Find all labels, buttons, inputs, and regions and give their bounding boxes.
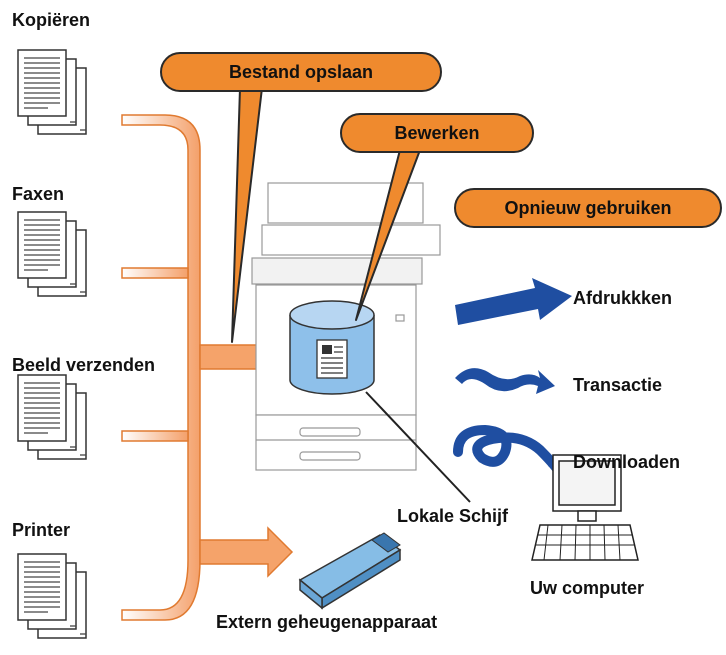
source-label-fax: Faxen: [12, 184, 65, 204]
output-label-download: Downloaden: [573, 452, 680, 472]
local-disk-leader-line: [365, 391, 471, 503]
external-memory-label: Extern geheugenapparaat: [216, 612, 438, 632]
transaction-arrow: [455, 368, 555, 394]
output-label-print: Afdrukkken: [573, 288, 673, 308]
source-label-image-send: Beeld verzenden: [12, 355, 156, 375]
computer-icon: [531, 454, 639, 561]
document-stack-icon: [17, 374, 87, 460]
document-stack-icon: [17, 553, 87, 639]
print-arrow: [455, 278, 572, 325]
callout-edit: Bewerken: [340, 113, 534, 153]
computer-label: Uw computer: [530, 578, 645, 598]
callout-reuse: Opnieuw gebruiken: [454, 188, 722, 228]
output-label-transaction: Transactie: [573, 375, 663, 395]
document-stack-icon: [17, 49, 87, 135]
source-label-printer: Printer: [12, 520, 71, 540]
external-memory-icon: [298, 532, 402, 610]
to-external-arrow: [199, 526, 294, 578]
source-label-copy: Kopiëren: [12, 10, 91, 30]
callout-save-file: Bestand opslaan: [160, 52, 442, 92]
local-disk-icon: [289, 300, 375, 395]
document-stack-icon: [17, 211, 87, 297]
local-disk-label: Lokale Schijf: [397, 506, 509, 526]
